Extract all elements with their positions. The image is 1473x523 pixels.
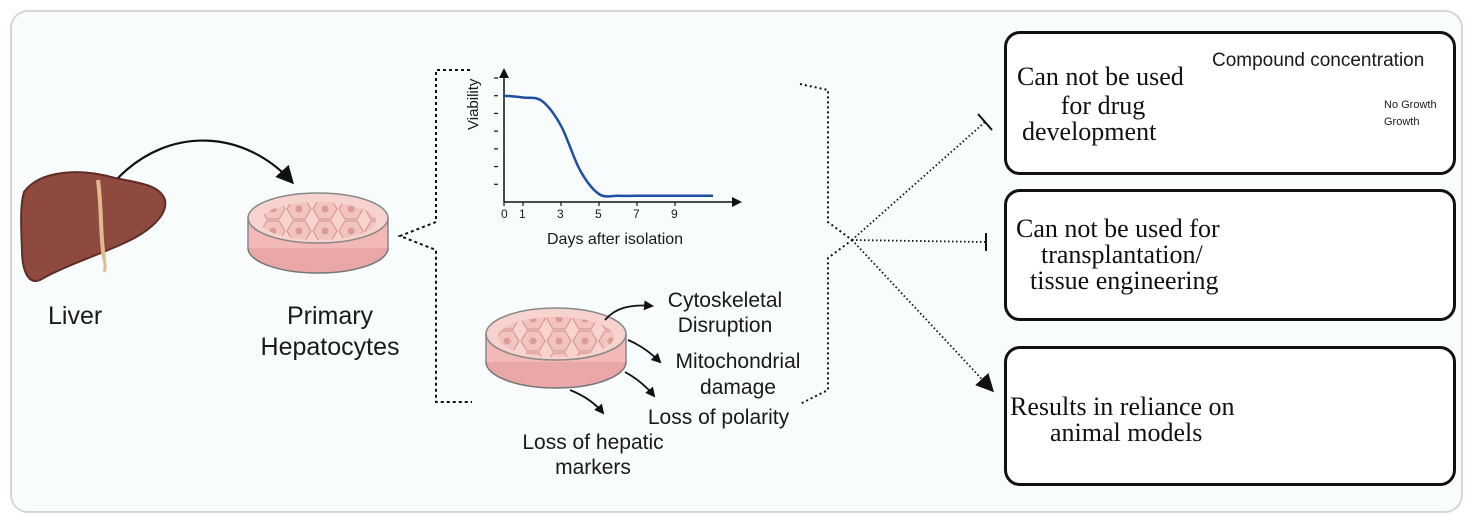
- plate-title: Compound concentration: [1212, 50, 1425, 71]
- cytoskeletal-label-2: Disruption: [677, 314, 773, 337]
- liver-to-dish-arrow: [117, 139, 295, 185]
- transplant-text-2: transplantation/: [1041, 240, 1203, 269]
- left-brace: [397, 69, 472, 403]
- x-tick-label: 0: [501, 207, 508, 221]
- chart-ylabel: Viability: [465, 78, 482, 130]
- inhibit-bar-drug: [977, 113, 993, 131]
- outcome-box-transplant: [1004, 189, 1456, 321]
- outcome-box-drug: [1004, 31, 1456, 175]
- viability-chart: [494, 68, 742, 207]
- inhibit-line-transplant: [851, 239, 986, 243]
- x-tick-label: 3: [557, 207, 564, 221]
- x-tick-label: 9: [671, 207, 678, 221]
- animal-text-2: animal models: [1050, 418, 1203, 447]
- arrow-polarity: [624, 371, 656, 398]
- chart-xlabel: Days after isolation: [547, 231, 684, 248]
- x-tick-label: 5: [595, 207, 602, 221]
- transplant-text-3: tissue engineering: [1030, 266, 1219, 295]
- hepatocytes-label-line2: Hepatocytes: [260, 333, 400, 361]
- mitochondrial-label-1: Mitochondrial: [675, 350, 801, 373]
- x-tick-label: 1: [519, 207, 526, 221]
- inhibit-line-drug: [851, 121, 986, 241]
- liver-label: Liver: [48, 302, 103, 330]
- transplant-text-1: Can not be used for: [1016, 214, 1220, 243]
- drug-text-3: development: [1022, 117, 1157, 146]
- arrow-cytoskeletal: [604, 300, 654, 321]
- petri-dish-damaged: [485, 307, 627, 389]
- liver-icon: [20, 171, 167, 282]
- arrow-hepatic: [569, 389, 605, 415]
- arrow-animal-models: [851, 239, 995, 393]
- animal-text-1: Results in reliance on: [1010, 392, 1235, 421]
- polarity-label: Loss of polarity: [647, 406, 790, 429]
- hepatic-label-2: markers: [555, 456, 631, 479]
- legend-no-growth-label: No Growth: [1384, 99, 1437, 111]
- petri-dish-primary: [247, 192, 389, 274]
- hepatic-label-1: Loss of hepatic: [522, 431, 664, 454]
- hepatocytes-label-line1: Primary: [286, 302, 374, 330]
- arrow-mitochondrial: [627, 339, 662, 364]
- mitochondrial-label-2: damage: [700, 376, 776, 399]
- outcome-box-animal: [1004, 346, 1456, 486]
- x-tick-label: 7: [633, 207, 640, 221]
- viability-series-line: [503, 94, 713, 198]
- drug-text-2: for drug: [1060, 91, 1146, 120]
- legend-growth-label: Growth: [1384, 116, 1420, 128]
- drug-text-1: Can not be used: [1017, 62, 1184, 91]
- cytoskeletal-label-1: Cytoskeletal: [667, 289, 783, 312]
